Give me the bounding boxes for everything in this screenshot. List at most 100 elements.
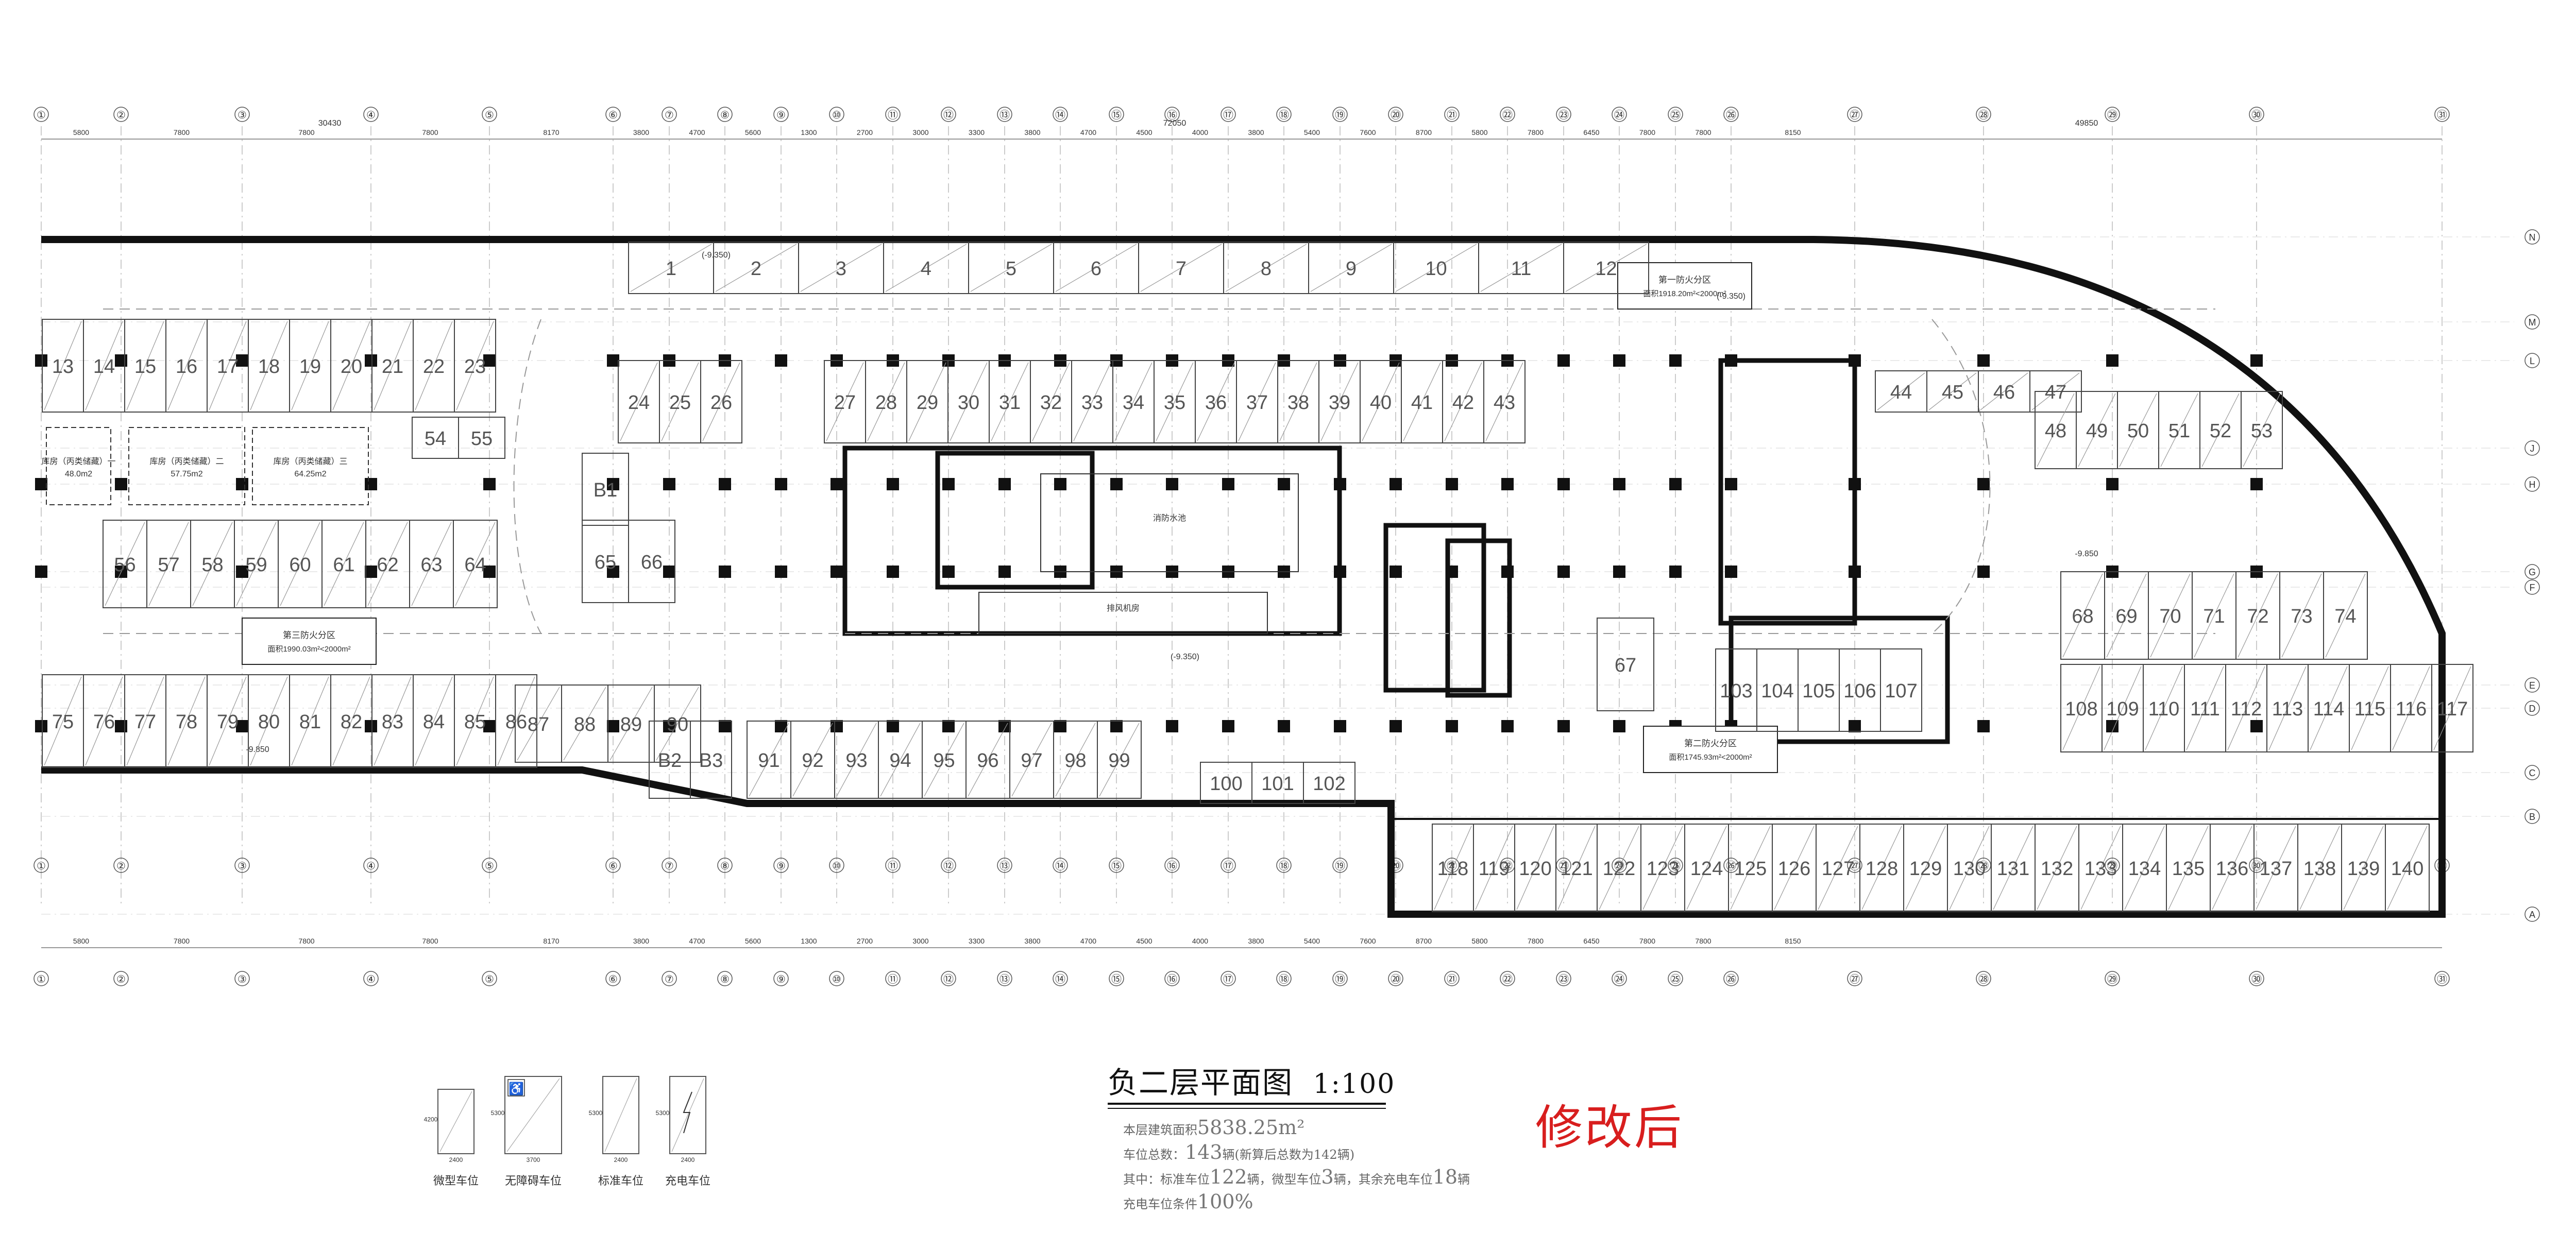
stall-number: 19 <box>299 356 321 378</box>
stall-diagonal <box>1238 362 1276 441</box>
row-axis-label: A <box>2529 910 2535 920</box>
stall-diagonal <box>1928 372 1977 410</box>
legend-diagonal <box>671 1078 704 1152</box>
structural-column <box>1110 478 1123 490</box>
axis-label-bottom2: ⑨ <box>776 974 786 985</box>
axis-label-bottom: ⑬ <box>999 860 1010 872</box>
axis-bubble-top <box>605 107 621 122</box>
stall-diagonal <box>167 321 206 410</box>
dimension-text-bottom: 3000 <box>912 937 928 945</box>
dimension-text-bottom: 7800 <box>1528 937 1544 945</box>
stall-number: 38 <box>1287 392 1309 414</box>
stall-diagonal <box>656 687 699 761</box>
stall-diagonal <box>1011 723 1052 797</box>
axis-bubble-bottom2 <box>717 971 733 986</box>
room-box <box>46 427 111 505</box>
axis-bubble-bottom2 <box>113 971 129 986</box>
axis-label-bottom2: ⑳ <box>1391 973 1401 985</box>
dimension-text: 5800 <box>73 128 89 136</box>
structural-column <box>775 478 787 490</box>
fire-zone-name: 第三防火分区 <box>283 630 335 640</box>
stall-diagonal <box>2145 666 2183 750</box>
stall-number: 96 <box>977 750 998 772</box>
note-total: 车位总数：143辆(新算后总数为142辆) <box>1123 1141 1354 1163</box>
note-charging-value: 100% <box>1197 1190 1253 1213</box>
stall-number: 36 <box>1205 392 1227 414</box>
structural-column <box>607 566 619 578</box>
note-detail: 其中：标准车位122辆，微型车位3辆，其余充电车位18辆 <box>1123 1166 1470 1188</box>
fire-zone-area: 面积1918.20m²<2000m² <box>1643 289 1726 298</box>
stall-number: 37 <box>1246 392 1268 414</box>
structural-column <box>1054 478 1066 490</box>
stall-number: 130 <box>1953 858 1986 880</box>
dimension-text-bottom: 5600 <box>745 937 761 945</box>
axis-label-top: ⑳ <box>1391 109 1401 121</box>
axis-label-top: ① <box>37 110 46 121</box>
axis-bubble-top <box>113 107 129 122</box>
stall-number: 64 <box>464 554 486 576</box>
stall-diagonal <box>2351 666 2389 750</box>
stall-diagonal <box>1818 826 1858 910</box>
stall-number: 51 <box>2168 420 2190 442</box>
structural-column <box>483 478 496 490</box>
axis-bubble-bottom <box>773 858 789 873</box>
axis-label-bottom2: ㉖ <box>1726 973 1736 985</box>
axis-label-bottom: ⑫ <box>943 860 954 872</box>
structural-column <box>663 478 675 490</box>
stall-number: 70 <box>2159 606 2181 627</box>
axis-label-bottom: ⑮ <box>1111 860 1122 872</box>
stall-number: 43 <box>1494 392 1515 414</box>
stall-number: 91 <box>758 750 779 772</box>
stall-number: 71 <box>2203 606 2225 627</box>
stall-number: 56 <box>114 554 135 576</box>
axis-bubble-bottom2 <box>2105 971 2120 986</box>
stall-number: 85 <box>464 711 486 733</box>
stall-number: 77 <box>134 711 156 733</box>
axis-label-bottom2: ㉚ <box>2251 973 2262 985</box>
stall-diagonal <box>2124 826 2165 910</box>
stall-number: 20 <box>341 356 362 378</box>
structural-column <box>1557 354 1570 367</box>
stall-diagonal <box>1395 244 1477 292</box>
stall-diagonal <box>192 522 233 606</box>
stall-number: 54 <box>425 428 446 450</box>
rooms-layer: 库房（丙类储藏）一48.0m2库房（丙类储藏）二57.75m2库房（丙类储藏）三… <box>41 251 2098 773</box>
axis-label-bottom: ⑪ <box>888 860 898 872</box>
axis-label-bottom: ⑩ <box>832 861 841 872</box>
structural-column <box>2250 354 2263 367</box>
stall-diagonal <box>1730 826 1771 910</box>
axis-bubble-bottom2 <box>1444 971 1460 986</box>
structural-column <box>1849 566 1861 578</box>
stall-diagonal <box>332 676 370 766</box>
revision-stamp: 修改后 <box>1535 1100 1684 1155</box>
stall-number: B2 <box>658 750 682 772</box>
stall-number: 30 <box>958 392 979 414</box>
dimension-text-bottom: 7800 <box>298 937 314 945</box>
axis-label-top: ⑨ <box>776 110 786 121</box>
axis-bubble-bottom2 <box>605 971 621 986</box>
stall-number: 17 <box>217 356 239 378</box>
stall-number: 40 <box>1370 392 1392 414</box>
stall-diagonal <box>2387 826 2428 910</box>
dimension-text: 5400 <box>1304 128 1320 136</box>
stall-diagonal <box>1444 362 1482 441</box>
axis-label-top: ㉖ <box>1726 109 1736 121</box>
dimension-text: 6450 <box>1583 128 1599 136</box>
stall-number: 49 <box>2086 420 2108 442</box>
note-detail-mid1: 辆，微型车位 <box>1247 1172 1321 1187</box>
stall-number: 117 <box>2437 698 2468 720</box>
stall-number: 10 <box>1425 258 1447 280</box>
axis-bubble-bottom <box>717 858 733 873</box>
structural-column <box>1669 478 1682 490</box>
stall-number: 14 <box>93 356 115 378</box>
axis-bubble-top <box>1388 107 1403 122</box>
axis-label-bottom2: ⑱ <box>1279 973 1289 985</box>
stall-diagonal <box>2201 393 2240 467</box>
legend-stall <box>669 1076 706 1154</box>
stall-diagonal <box>374 676 412 766</box>
stall-number: 115 <box>2354 698 2386 720</box>
structural-column <box>236 566 248 578</box>
structural-column <box>236 354 248 367</box>
dimension-text-bottom: 3800 <box>1024 937 1040 945</box>
